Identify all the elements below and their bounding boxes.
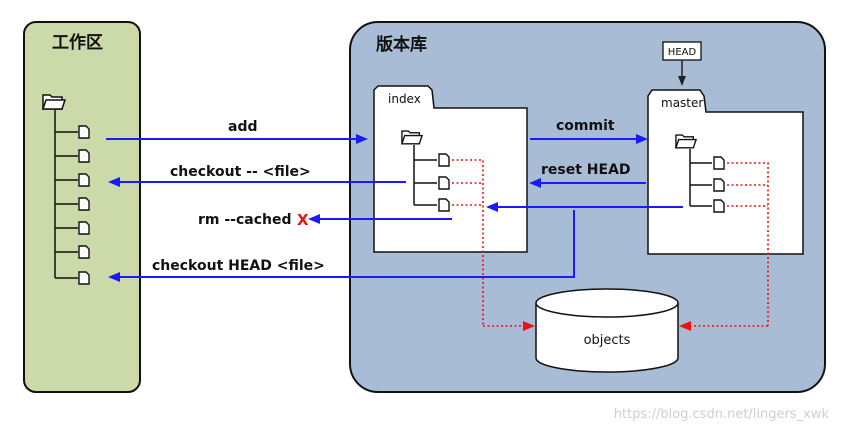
index-file-icon	[438, 176, 450, 190]
workspace-file-icon	[78, 173, 90, 187]
index-folder-icon	[401, 130, 423, 145]
watermark: https://blog.csdn.net/lingers_xwk	[614, 407, 830, 422]
head-ref-label: HEAD	[668, 47, 697, 58]
master-file-tree	[689, 149, 712, 207]
command-arrows	[106, 134, 683, 282]
reset-head-label: reset HEAD	[541, 162, 631, 178]
rm-cached-x-mark: X	[297, 211, 309, 229]
master-file-icon	[713, 178, 725, 192]
master-file-icon	[713, 156, 725, 170]
workspace-file-icon	[78, 125, 90, 139]
checkout-head-file-label: checkout HEAD <file>	[152, 258, 325, 274]
checkout-file-label: checkout -- <file>	[170, 164, 311, 180]
command-labels: add checkout -- <file> rm --cached X che…	[152, 118, 631, 274]
index-file-tree	[413, 145, 437, 206]
workspace-folder-icon	[42, 94, 66, 110]
index-label: index	[388, 92, 421, 106]
index-file-icon	[438, 153, 450, 167]
master-file-icon	[713, 199, 725, 213]
objects-database: objects	[535, 288, 679, 373]
workspace-file-icon	[78, 221, 90, 235]
objects-label: objects	[584, 333, 631, 348]
workspace-file-icon	[78, 245, 90, 259]
rm-cached-label: rm --cached	[198, 212, 292, 228]
index-file-icon	[438, 198, 450, 212]
commit-label: commit	[556, 118, 615, 134]
master-folder-icon	[675, 134, 697, 149]
workspace-file-tree	[54, 110, 78, 279]
workspace-file-icon	[78, 271, 90, 285]
add-label: add	[228, 119, 258, 135]
repository-title: 版本库	[376, 34, 427, 55]
checkout-head-file-arrow	[108, 210, 575, 282]
master-area: master	[647, 89, 804, 255]
master-label: master	[661, 96, 703, 110]
object-links	[452, 159, 769, 331]
workspace-file-icon	[78, 149, 90, 163]
head-ref-tag: HEAD	[662, 41, 702, 86]
index-area: index	[373, 85, 528, 253]
workspace-title: 工作区	[52, 32, 103, 53]
workspace-file-icon	[78, 197, 90, 211]
workspace-panel: 工作区	[23, 21, 141, 393]
